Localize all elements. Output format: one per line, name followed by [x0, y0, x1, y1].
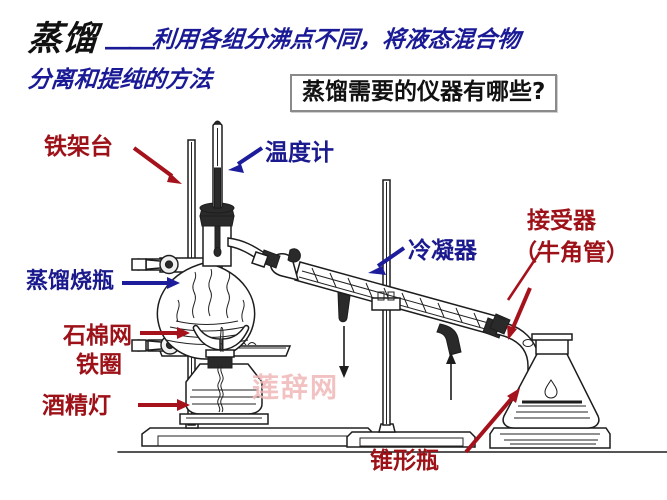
label-iron-stand: 铁架台	[44, 133, 113, 160]
question-box: 蒸馏需要的仪器有哪些?	[290, 74, 558, 113]
arrow-thermometer	[228, 146, 264, 173]
watermark: 莲辞网	[252, 373, 339, 404]
water-out-arrow	[339, 326, 349, 378]
alcohol-lamp	[179, 324, 269, 425]
label-conical-flask: 锥形瓶	[370, 447, 439, 474]
label-distilling-flask: 蒸馏烧瓶	[26, 268, 115, 294]
thermometer	[212, 120, 223, 209]
label-condenser: 冷凝器	[408, 237, 477, 264]
label-alcohol-lamp: 酒精灯	[42, 392, 111, 419]
arrow-iron-stand	[132, 146, 182, 184]
arrow-alcohol-lamp	[138, 399, 190, 411]
label-receiver-alt: （牛角管）	[514, 239, 629, 266]
arrow-receiver	[506, 251, 542, 301]
title-dash: ——	[105, 31, 155, 61]
arrow-conical-flask	[464, 388, 520, 454]
arrow-receiver-2	[507, 287, 532, 340]
label-thermometer: 温度计	[265, 139, 334, 166]
water-in-arrow	[446, 352, 456, 400]
iron-stand-left-base	[141, 427, 375, 447]
label-asbestos-gauze: 石棉网	[63, 322, 132, 349]
conical-flask	[489, 333, 611, 449]
arrow-condenser	[368, 246, 406, 275]
arrow-distilling-flask	[122, 277, 180, 289]
condenser	[251, 248, 505, 356]
arrow-asbestos-gauze	[140, 327, 190, 339]
label-iron-ring: 铁圈	[76, 351, 122, 378]
label-receiver: 接受器	[527, 207, 596, 234]
